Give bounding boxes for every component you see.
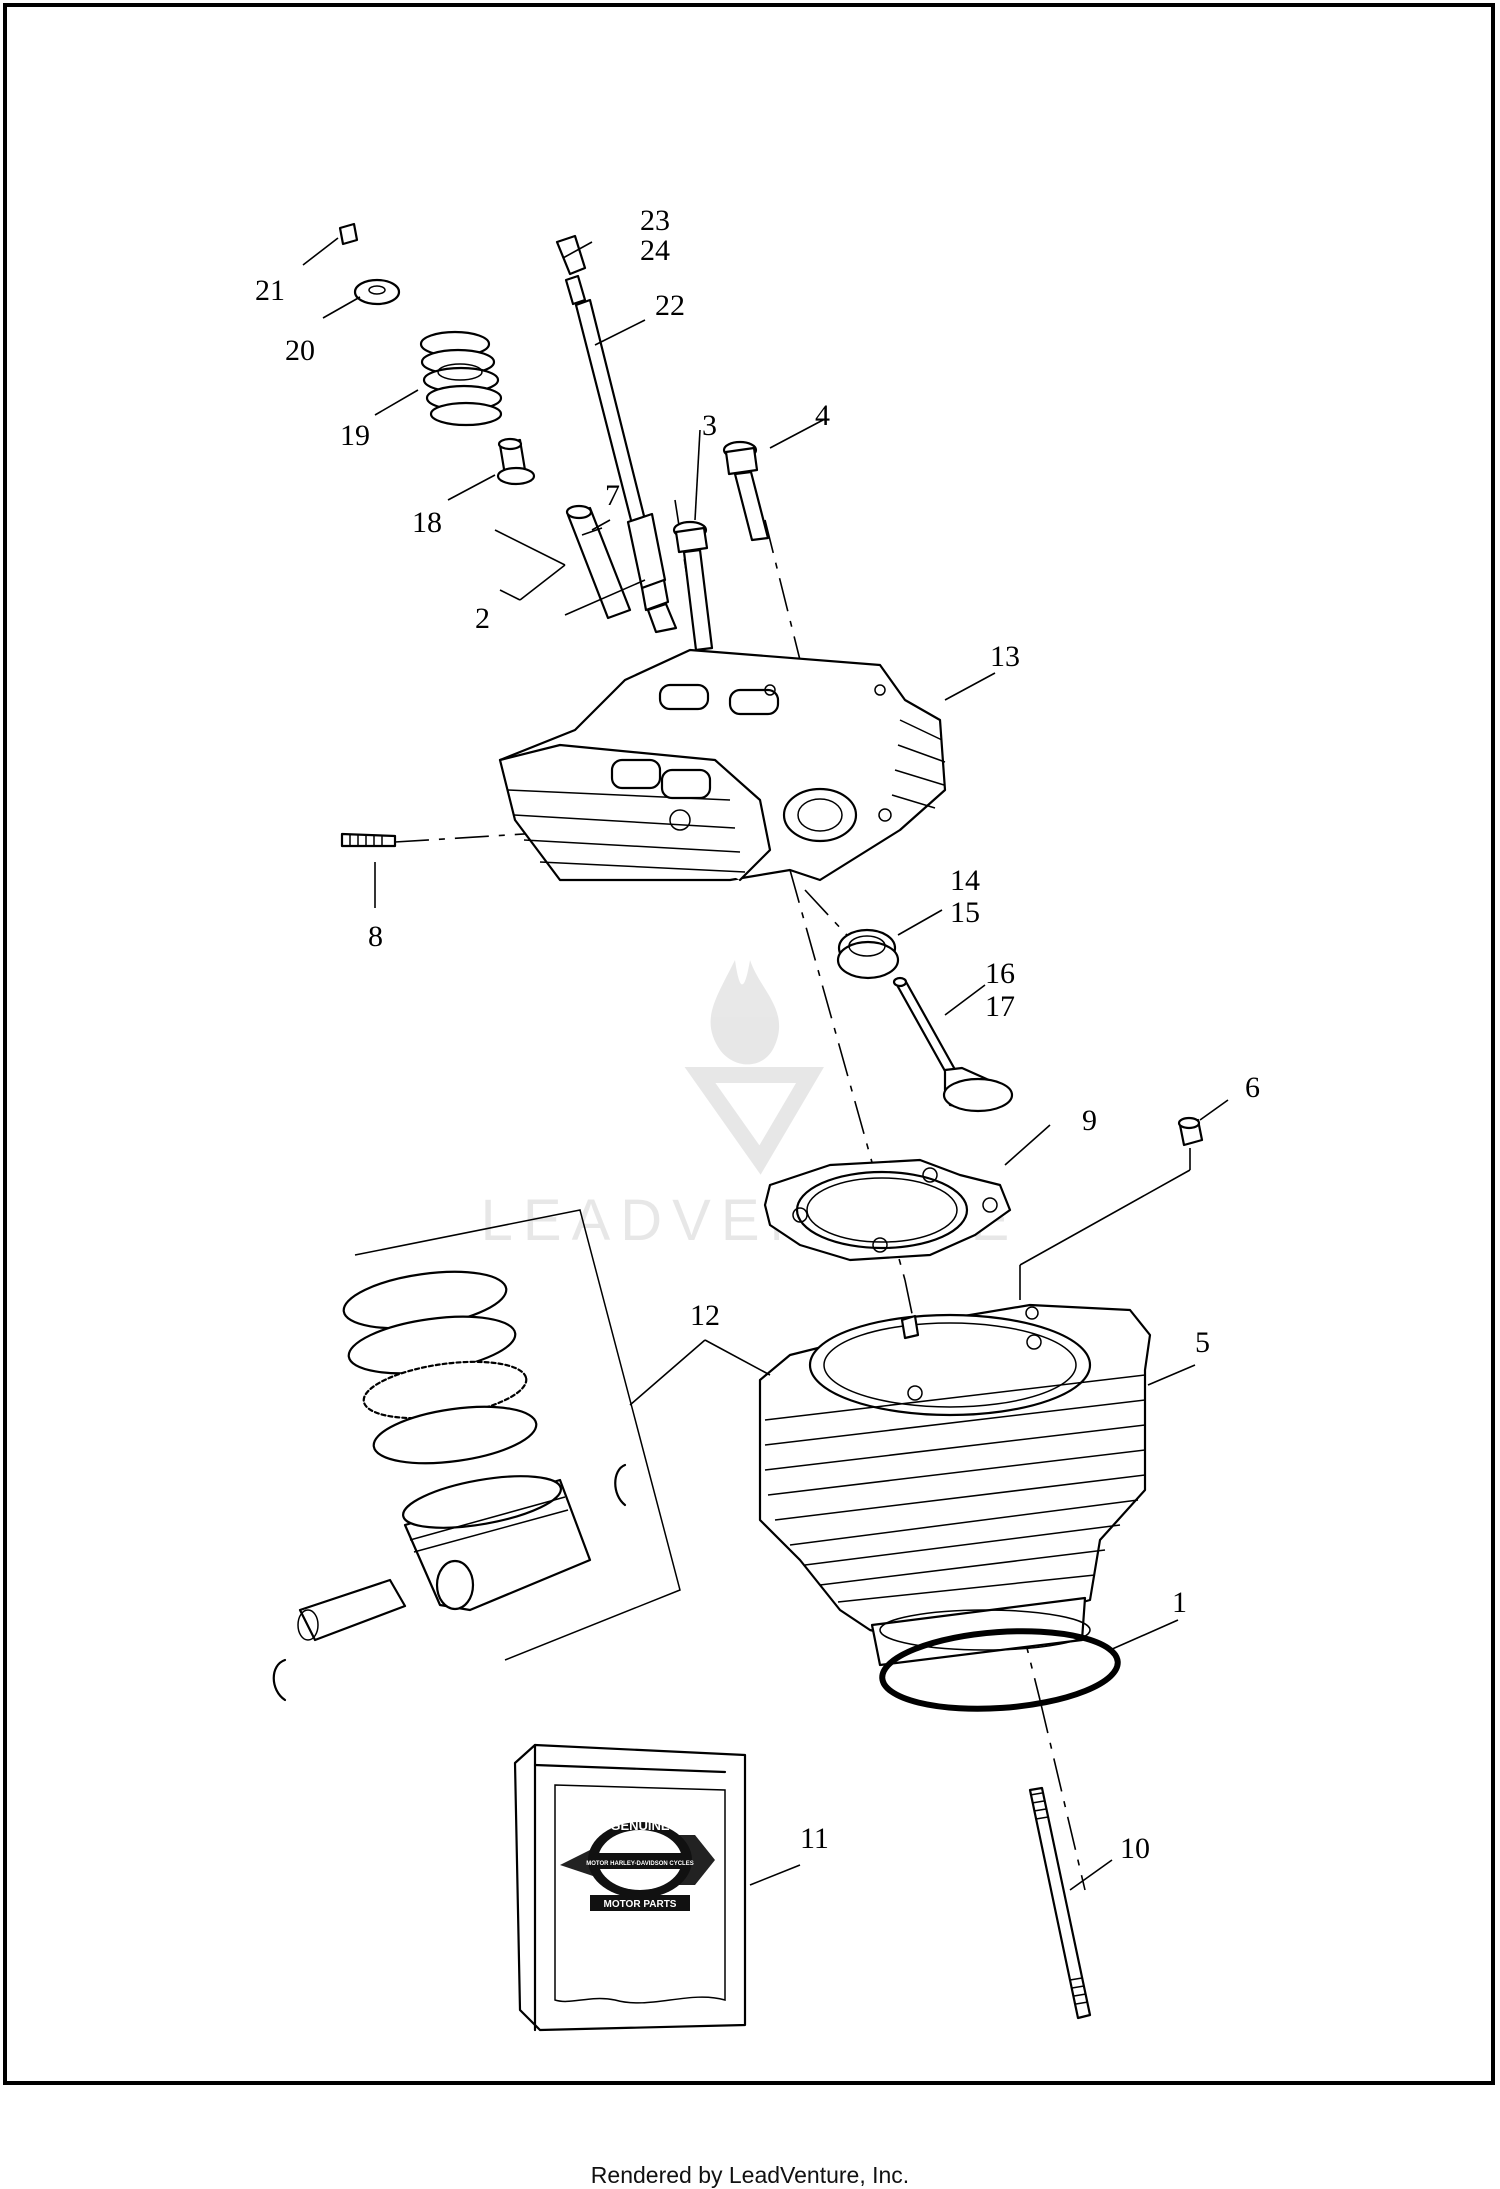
- callout-11: 11: [800, 1822, 829, 1855]
- valve-spring-part: [419, 330, 503, 427]
- cylinder-stud-part: [1028, 1786, 1092, 2020]
- callout-16: 16: [985, 957, 1015, 990]
- svg-text:GENUINE: GENUINE: [610, 1818, 670, 1833]
- dowel-pin-part: [1177, 1116, 1204, 1147]
- sensor-wire-part: [555, 234, 678, 634]
- footer-credit: Rendered by LeadVenture, Inc.: [590, 2162, 910, 2188]
- leader-lines: [302, 237, 1229, 1891]
- callout-14: 14: [950, 864, 980, 897]
- callout-2: 2: [475, 602, 490, 635]
- callout-9: 9: [1082, 1104, 1097, 1137]
- stud-short-part: [340, 832, 397, 848]
- callout-13: 13: [990, 640, 1020, 673]
- callout-4: 4: [815, 399, 830, 432]
- callout-labels: 23 24 21 22 20 19 3 4 18 7 2 13 8 14 15 …: [255, 204, 1260, 1865]
- callout-5: 5: [1195, 1326, 1210, 1359]
- callout-7: 7: [605, 479, 620, 512]
- piston-kit-part: [272, 1209, 681, 1702]
- valve-seal-part: [496, 437, 536, 486]
- head-gasket-part: [763, 1158, 1012, 1262]
- diagram-frame: [3, 3, 1495, 2085]
- svg-text:MOTOR PARTS: MOTOR PARTS: [604, 1899, 677, 1910]
- o-ring-part: [879, 1628, 1121, 1712]
- callout-19: 19: [340, 419, 370, 452]
- valve-guide-part: [565, 504, 632, 620]
- callout-22: 22: [655, 289, 685, 322]
- callout-10: 10: [1120, 1832, 1150, 1865]
- spring-retainer-part: [353, 278, 401, 306]
- callout-1: 1: [1172, 1586, 1187, 1619]
- callout-24: 24: [640, 234, 670, 267]
- valve-keeper-part: [338, 222, 359, 246]
- callout-6: 6: [1245, 1071, 1260, 1104]
- callout-23: 23: [640, 204, 670, 237]
- callout-21: 21: [255, 274, 285, 307]
- cylinder-part: [758, 1303, 1152, 1667]
- callout-17: 17: [985, 990, 1015, 1023]
- valve-seat-part: [836, 928, 900, 980]
- cylinder-head-part: [498, 648, 947, 882]
- callout-18: 18: [412, 506, 442, 539]
- svg-text:MOTOR HARLEY-DAVIDSON CYCLES: MOTOR HARLEY-DAVIDSON CYCLES: [586, 1861, 693, 1867]
- callout-8: 8: [368, 920, 383, 953]
- callout-20: 20: [285, 334, 315, 367]
- head-bolt-short-part: [672, 520, 714, 652]
- callout-12: 12: [690, 1299, 720, 1332]
- head-bolt-long-part: [722, 440, 770, 542]
- genuine-motor-parts-emblem: GENUINE MOTOR HARLEY-DAVIDSON CYCLES MOT…: [560, 1818, 715, 1911]
- callout-15: 15: [950, 896, 980, 929]
- gasket-kit-box-part: GENUINE MOTOR HARLEY-DAVIDSON CYCLES MOT…: [513, 1743, 747, 2032]
- valve-part: [892, 976, 1014, 1113]
- callout-3: 3: [702, 409, 717, 442]
